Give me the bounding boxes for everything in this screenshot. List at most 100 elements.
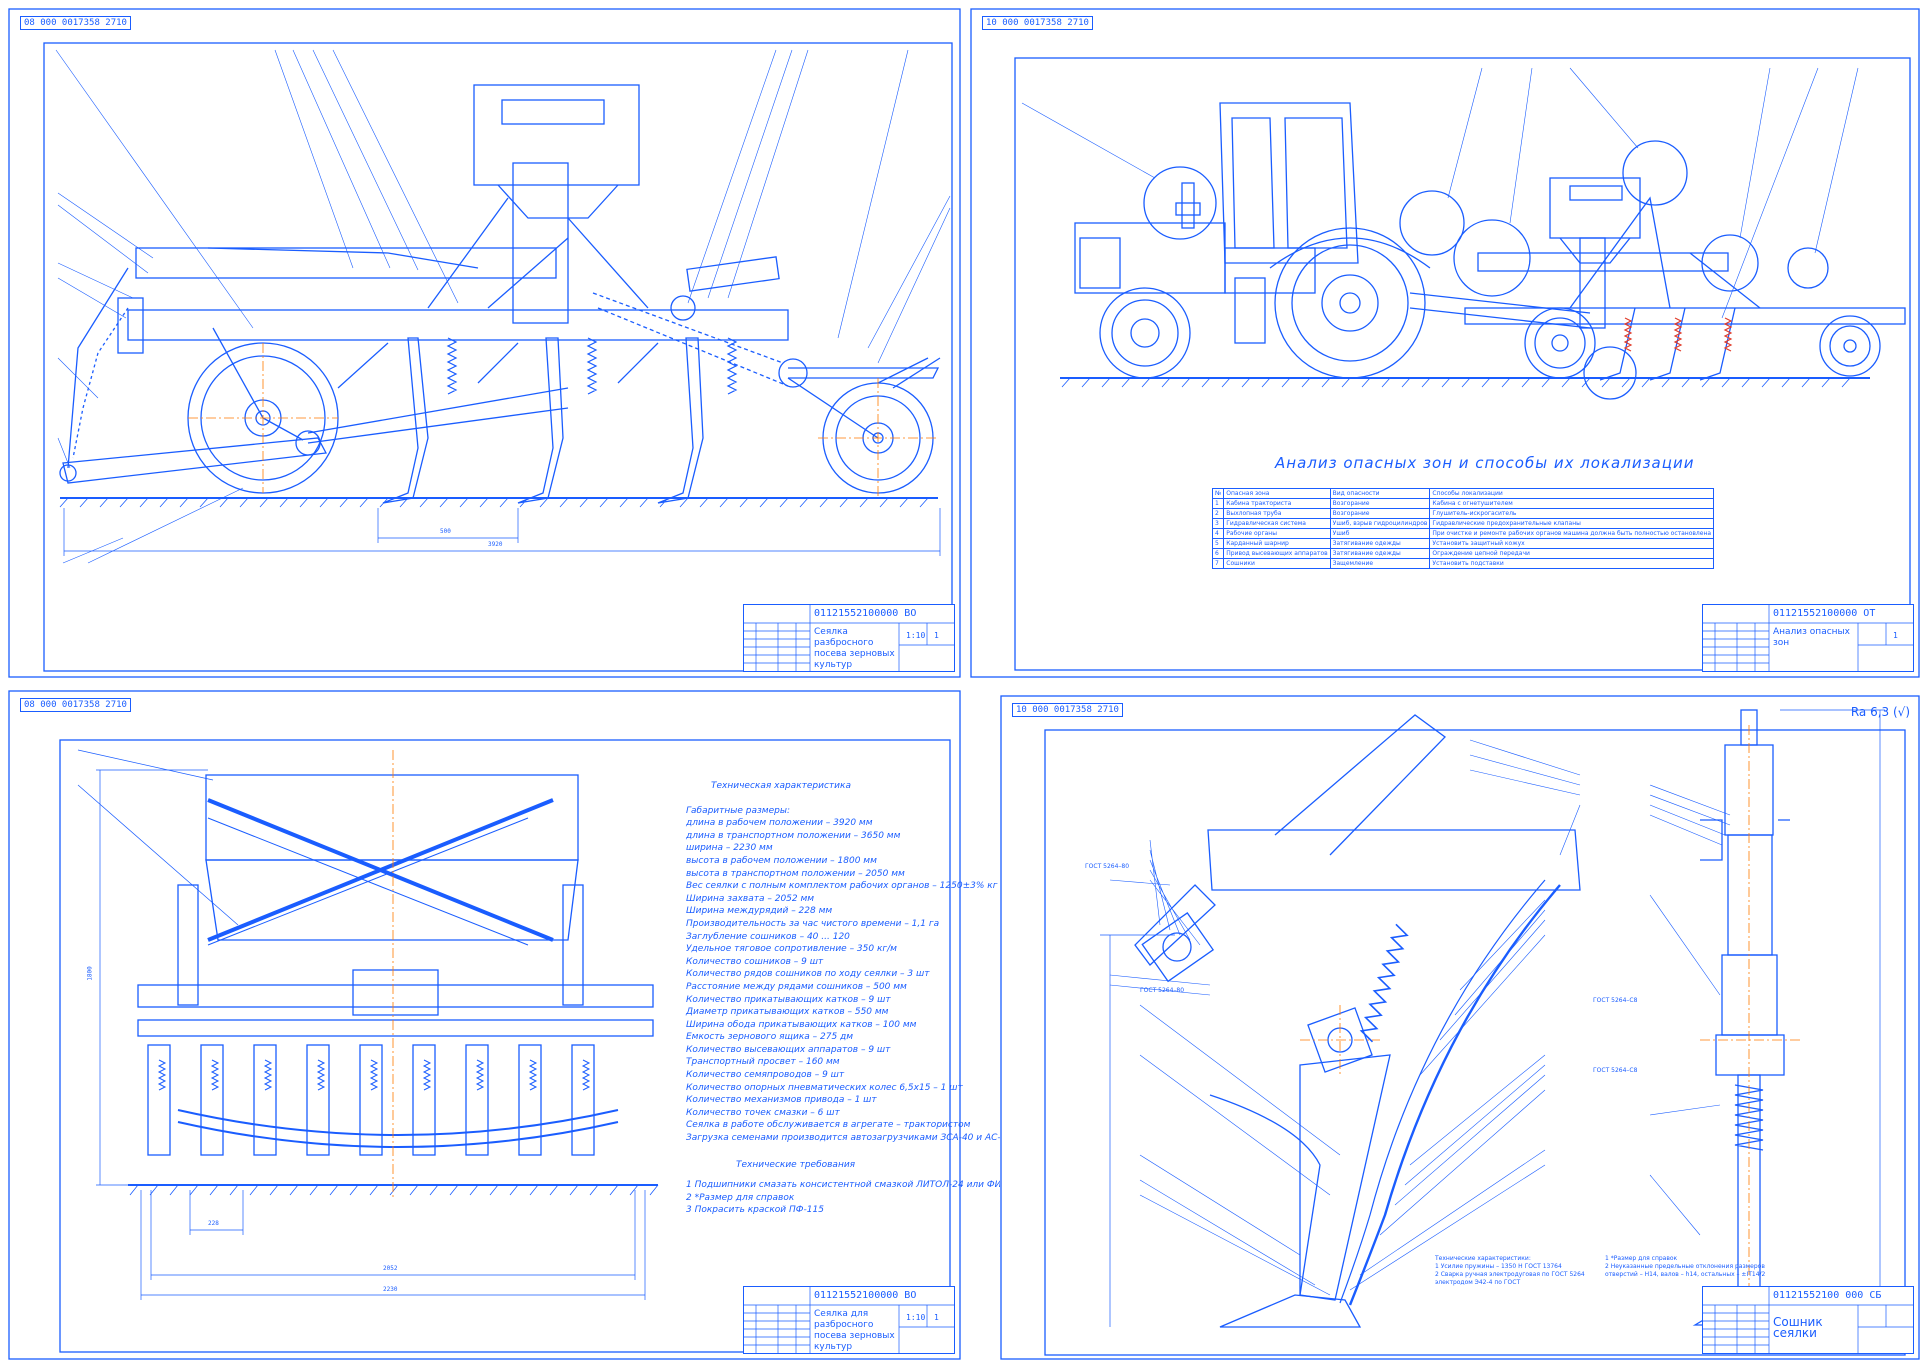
dim-width1: 2052 [383, 1265, 398, 1272]
drawing-scale: 1:10 [906, 631, 926, 640]
table-cell: Кабина с огнетушителем [1429, 498, 1715, 509]
spec-line: ширина – 2230 мм [686, 843, 773, 854]
notes-right: 1 *Размер для справок 2 Неуказанные пред… [1605, 1255, 1765, 1279]
note-line: 2 Сварка ручная электродуговая по ГОСТ 5… [1435, 1271, 1585, 1278]
req-line: 1 Подшипники смазать консистентной смазк… [686, 1180, 1025, 1191]
table-cell: Ушиб [1329, 528, 1431, 539]
table-row: 4 Рабочие органы Ушиб При очистке и ремо… [1211, 528, 1715, 539]
seeder-front-drawing [8, 690, 961, 1360]
tractor-drawing [970, 8, 1920, 678]
sheet-danger-zones: 10 000 0017358 2710 Анализ опасных зон и… [970, 8, 1920, 678]
spec-line: длина в транспортном положении – 3650 мм [686, 830, 901, 841]
spec-line: Диаметр прикатывающих катков – 550 мм [686, 1007, 889, 1018]
table-row: 2 Выхлопная труба Возгорание Глушитель-и… [1211, 508, 1715, 519]
req-line: 3 Покрасить краской ПФ-115 [686, 1205, 824, 1216]
title-block-grid [1703, 605, 1913, 671]
spec-line: Количество рядов сошников по ходу сеялки… [686, 969, 930, 980]
weld-label: ГОСТ 5264–80 [1140, 987, 1185, 994]
title-block: 01121552100000 ВО Сеялка разбросного пос… [743, 604, 955, 672]
table-header-cell: Способы локализации [1429, 488, 1715, 499]
note-line: 2 Неуказанные предельные отклонения разм… [1605, 1263, 1765, 1270]
spec-line: Вес сеялки с полным комплектом рабочих о… [686, 881, 998, 892]
drawing-number: 01121552100 000 СБ [1773, 1290, 1882, 1301]
table-cell: Гидравлическая система [1223, 518, 1331, 529]
dim-height: 1800 [86, 966, 94, 981]
table-row: 1 Кабина тракториста Возгорание Кабина с… [1211, 498, 1715, 509]
note-line: электродом Э42-4 по ГОСТ [1435, 1279, 1521, 1286]
spec-line: Количество опорных пневматических колес … [686, 1082, 963, 1093]
spec-line: Удельное тяговое сопротивление – 350 кг/… [686, 944, 897, 955]
roughness-mark: Ra 6,3 (√) [1850, 705, 1910, 719]
table-cell: 2 [1211, 508, 1225, 519]
dim-row: 228 [208, 1220, 219, 1227]
spec-line: Количество семяпроводов – 9 шт [686, 1070, 845, 1081]
drawing-sheet: 1 [934, 1313, 939, 1322]
table-row: 5 Карданный шарнир Затягивание одежды Ус… [1211, 538, 1715, 549]
title-block-grid [1703, 1287, 1913, 1353]
table-cell: При очистке и ремонте рабочих органов ма… [1429, 528, 1715, 539]
table-cell: Установить подставки [1429, 558, 1715, 569]
seeder-side-drawing [8, 8, 961, 678]
table-cell: Гидравлические предохранительные клапаны [1429, 518, 1715, 529]
dim-length: 3920 [488, 541, 503, 548]
spec-line: длина в рабочем положении – 3920 мм [686, 818, 873, 829]
table-row: 3 Гидравлическая система Ушиб, взрыв гид… [1211, 518, 1715, 529]
table-row: 6 Привод высевающих аппаратов Затягивани… [1211, 548, 1715, 559]
spec-line: высота в рабочем положении – 1800 мм [686, 855, 877, 866]
drawing-name: Сеялка разбросного посева зерновых культ… [814, 627, 895, 670]
spec-line: Производительность за час чистого времен… [686, 918, 940, 929]
note-line: 1 Усилие пружины – 1350 Н ГОСТ 13764 [1435, 1263, 1562, 1270]
note-line: Технические характеристики: [1435, 1255, 1531, 1262]
sheet-code: 08 000 0017358 2710 [20, 16, 131, 30]
spec-line: Сеялка в работе обслуживается в агрегате… [686, 1120, 971, 1131]
table-cell: Рабочие органы [1223, 528, 1331, 539]
weld-label: ГОСТ 5264–С8 [1593, 997, 1638, 1004]
table-cell: Сошники [1223, 558, 1331, 569]
table-cell: 7 [1211, 558, 1225, 569]
title-block-grid [744, 605, 954, 671]
sheet-seeder-front: 08 000 0017358 2710 1800 228 2052 2230 Т… [8, 690, 1024, 1360]
spec-line: Загрузка семенами производится автозагру… [686, 1133, 1020, 1144]
req-line: 2 *Размер для справок [686, 1192, 795, 1203]
sheet-code: 10 000 0017358 2710 [1012, 703, 1123, 717]
table-cell: 3 [1211, 518, 1225, 529]
spec-line: Количество точек смазки – 6 шт [686, 1107, 840, 1118]
table-cell: Выхлопная труба [1223, 508, 1331, 519]
title-block-grid [744, 1287, 954, 1353]
spec-line: Количество прикатывающих катков – 9 шт [686, 994, 891, 1005]
spec-line: Ширина захвата – 2052 мм [686, 893, 815, 904]
opener-drawing [1000, 695, 1920, 1360]
spec-line: Расстояние между рядами сошников – 500 м… [686, 981, 907, 992]
table-header-cell: Опасная зона [1223, 488, 1331, 499]
note-line: отверстий – Н14, валов – h14, остальных … [1605, 1271, 1766, 1278]
table-cell: Глушитель-искрогаситель [1429, 508, 1715, 519]
table-cell: 4 [1211, 528, 1225, 539]
table-cell: Установить защитный кожух [1429, 538, 1715, 549]
title-block: 01121552100000 ОТ Анализ опасных зон 1 [1702, 604, 1914, 672]
spec-line: высота в транспортном положении – 2050 м… [686, 868, 905, 879]
title-block: 01121552100 000 СБ Сошник сеялки [1702, 1286, 1914, 1354]
table-cell: 6 [1211, 548, 1225, 559]
dim-width2: 2230 [383, 1286, 398, 1293]
sheet-opener: 10 000 0017358 2710 Ra 6,3 (√) ГОСТ 5264… [1000, 695, 1920, 1360]
table-cell: Привод высевающих аппаратов [1223, 548, 1331, 559]
tech-spec: Техническая характеристика Габаритные ра… [686, 780, 1024, 1217]
notes-left: Технические характеристики: 1 Усилие пру… [1435, 1255, 1585, 1287]
table-cell: Затягивание одежды [1329, 548, 1431, 559]
spec-line: Емкость зернового ящика – 275 дм [686, 1032, 854, 1043]
title-block: 01121552100000 ВО Сеялка для разбросного… [743, 1286, 955, 1354]
spec-line: Ширина обода прикатывающих катков – 100 … [686, 1019, 917, 1030]
sheet-seeder-side: 08 000 0017358 2710 500 3920 01121552100… [8, 8, 961, 678]
req-title: Технические требования [736, 1159, 856, 1170]
weld-label: ГОСТ 5264–80 [1085, 863, 1130, 870]
table-row: 7 Сошники Защемление Установить подставк… [1211, 558, 1715, 569]
sheet-code: 10 000 0017358 2710 [982, 16, 1093, 30]
table-header-cell: № [1211, 488, 1225, 499]
spec-line: Ширина междурядий – 228 мм [686, 906, 833, 917]
weld-label: ГОСТ 5264–С8 [1593, 1067, 1638, 1074]
drawing-name: Сошник сеялки [1773, 1315, 1823, 1340]
panel-title: Анализ опасных зон и способы их локализа… [1275, 454, 1695, 472]
table-cell: 1 [1211, 498, 1225, 509]
danger-zones-table: № Опасная зона Вид опасности Способы лок… [1211, 488, 1715, 569]
drawing-sheet: 1 [1893, 631, 1898, 640]
